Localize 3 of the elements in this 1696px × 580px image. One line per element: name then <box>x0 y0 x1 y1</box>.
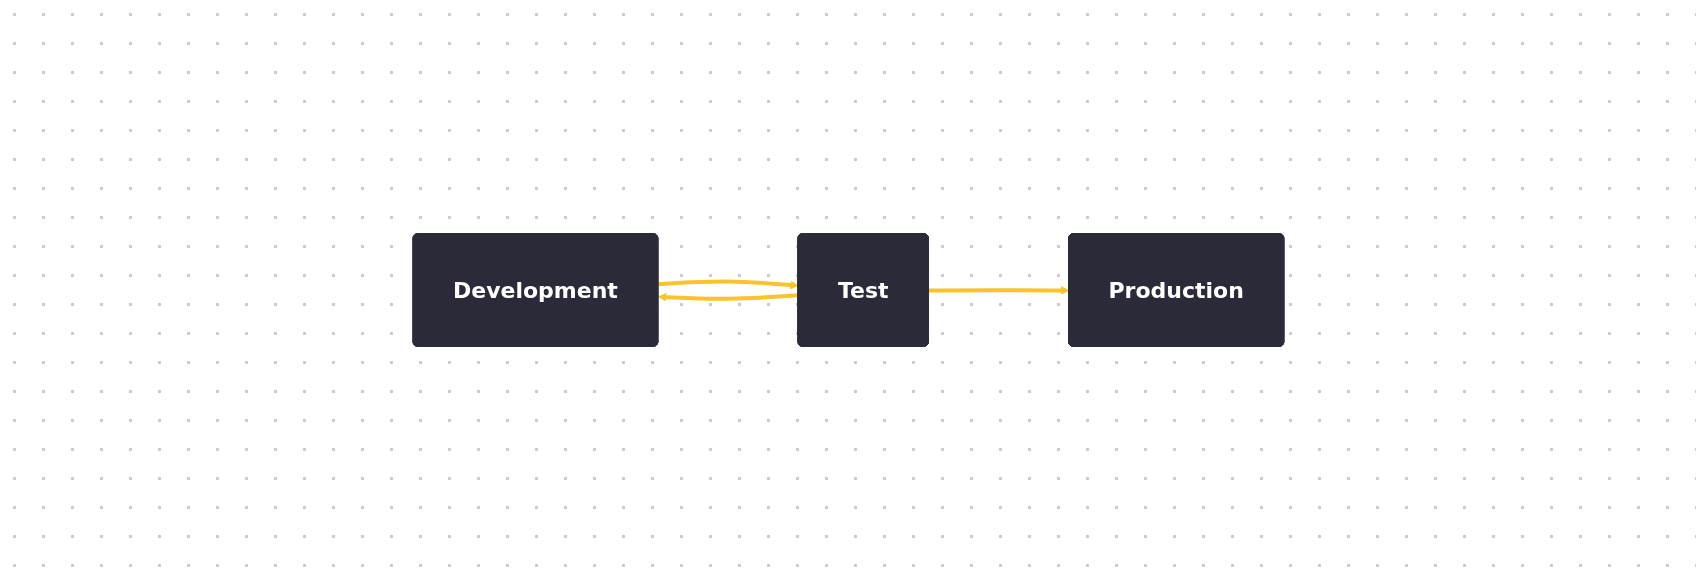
arrow <box>657 292 799 302</box>
arrow <box>657 279 799 290</box>
arrow <box>928 286 1069 295</box>
